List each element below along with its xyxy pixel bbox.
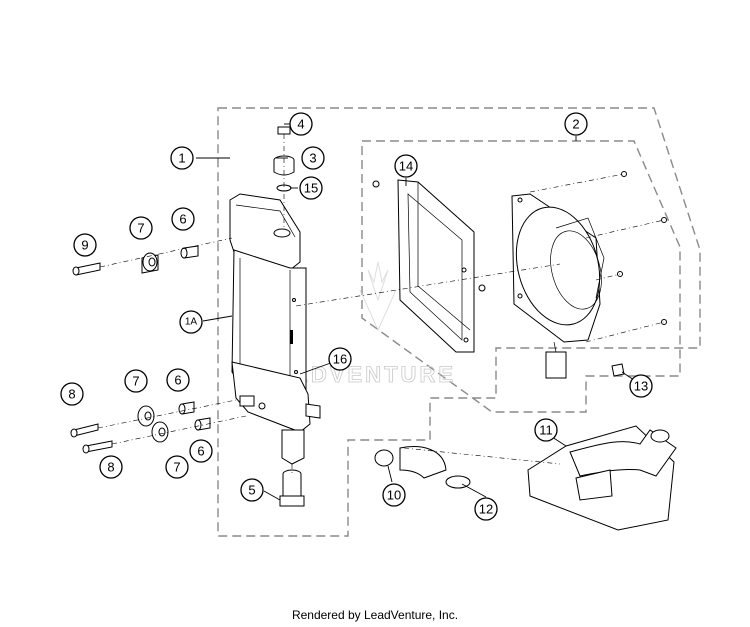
callout-16-label: 16 <box>333 352 347 367</box>
callout-1-label: 1 <box>178 151 185 166</box>
callout-12[interactable]: 12 <box>474 497 498 521</box>
callout-9[interactable]: 9 <box>73 233 97 257</box>
callout-6-lower[interactable]: 6 <box>189 439 213 463</box>
callout-6-upper[interactable]: 6 <box>171 207 195 231</box>
callout-6-upper-label: 6 <box>179 212 186 227</box>
callout-10[interactable]: 10 <box>382 483 406 507</box>
group-1-border <box>217 107 701 537</box>
callout-6-middle[interactable]: 6 <box>166 368 190 392</box>
callout-13[interactable]: 13 <box>629 374 653 398</box>
callout-16[interactable]: 16 <box>328 347 352 371</box>
fan-shroud <box>372 179 486 353</box>
callout-4-label: 4 <box>297 117 304 132</box>
callout-5-label: 5 <box>248 483 255 498</box>
callout-4[interactable]: 4 <box>289 112 313 136</box>
callout-7-middle-label: 7 <box>132 374 139 389</box>
callout-3[interactable]: 3 <box>301 146 325 170</box>
callout-15[interactable]: 15 <box>299 176 323 200</box>
drain-fitting <box>279 464 305 507</box>
hose-kit <box>374 425 677 531</box>
callout-14-label: 14 <box>399 159 413 174</box>
callout-7-upper-label: 7 <box>137 221 144 236</box>
callout-8-upper-label: 8 <box>68 387 75 402</box>
radiator <box>229 193 321 465</box>
upper-mount-hardware <box>72 237 233 276</box>
callout-7-lower-label: 7 <box>173 460 180 475</box>
group-2-border <box>361 140 681 413</box>
callout-3-label: 3 <box>309 151 316 166</box>
callout-8-lower[interactable]: 8 <box>99 455 123 479</box>
callout-11-label: 11 <box>539 423 553 438</box>
callout-1a-label: 1A <box>185 317 198 328</box>
footer-credit: Rendered by LeadVenture, Inc. <box>291 608 459 622</box>
lower-mount-hardware <box>70 399 247 454</box>
watermark-logo <box>359 261 397 332</box>
callout-8-lower-label: 8 <box>107 460 114 475</box>
callout-7-middle[interactable]: 7 <box>124 369 148 393</box>
callout-8-upper[interactable]: 8 <box>60 382 84 406</box>
callout-7-lower[interactable]: 7 <box>165 455 189 479</box>
callout-13-label: 13 <box>634 379 648 394</box>
callout-7-upper[interactable]: 7 <box>129 216 153 240</box>
callout-14[interactable]: 14 <box>394 154 418 178</box>
callout-1[interactable]: 1 <box>170 146 194 170</box>
callout-6-lower-label: 6 <box>197 444 204 459</box>
callout-11[interactable]: 11 <box>534 418 558 442</box>
callout-5[interactable]: 5 <box>240 478 264 502</box>
callout-15-label: 15 <box>304 181 318 196</box>
callout-12-label: 12 <box>479 502 493 517</box>
callout-6-middle-label: 6 <box>174 373 181 388</box>
callout-1a[interactable]: 1A <box>179 310 203 334</box>
callout-10-label: 10 <box>387 488 401 503</box>
callout-2[interactable]: 2 <box>564 112 588 136</box>
callout-9-label: 9 <box>81 238 88 253</box>
fan-nut <box>611 363 625 377</box>
filler-neck <box>273 126 295 230</box>
callout-2-label: 2 <box>572 117 579 132</box>
fan-assembly <box>511 171 667 379</box>
